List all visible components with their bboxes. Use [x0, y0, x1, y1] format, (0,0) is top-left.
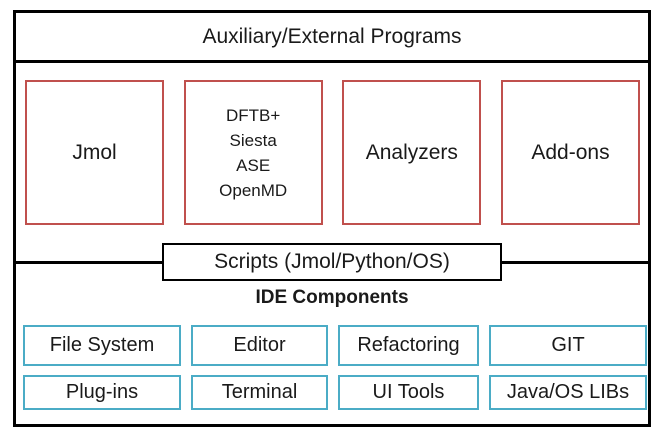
ide-box-label: GIT [551, 334, 585, 356]
ide-box-file-system: File System [23, 325, 181, 366]
external-programs-row: Jmol DFTB+ Siesta ASE OpenMD Analyzers A… [25, 80, 640, 225]
program-box-lines: DFTB+ Siesta ASE OpenMD [219, 103, 287, 203]
program-box-label: Jmol [72, 140, 117, 164]
program-box-addons: Add-ons [500, 80, 640, 225]
scripts-label: Scripts (Jmol/Python/OS) [214, 250, 450, 273]
ide-box-editor: Editor [191, 325, 328, 366]
ide-box-label: Editor [233, 334, 286, 356]
program-line: Siesta [229, 130, 277, 150]
ide-box-terminal: Terminal [191, 375, 328, 410]
program-box-jmol: Jmol [25, 80, 164, 225]
ide-box-plugins: Plug-ins [23, 375, 181, 410]
ide-box-java-os-libs: Java/OS LIBs [489, 375, 647, 410]
header-band: Auxiliary/External Programs [16, 13, 648, 63]
outer-frame: Auxiliary/External Programs Jmol DFTB+ S… [13, 10, 651, 427]
program-line: DFTB+ [226, 105, 281, 125]
program-box-label: Analyzers [365, 140, 458, 164]
scripts-band: Scripts (Jmol/Python/OS) [13, 243, 651, 281]
ide-components-grid: File System Editor Refactoring GIT Plug-… [23, 325, 647, 410]
ide-box-label: UI Tools [372, 381, 445, 403]
ide-box-label: Java/OS LIBs [506, 381, 630, 403]
ide-components-title: IDE Components [255, 287, 409, 308]
ide-box-label: Refactoring [357, 334, 460, 356]
ide-box-git: GIT [489, 325, 647, 366]
scripts-box: Scripts (Jmol/Python/OS) [162, 243, 502, 281]
program-line: OpenMD [219, 180, 288, 200]
program-box-analyzers: Analyzers [342, 80, 482, 225]
ide-box-label: Plug-ins [65, 381, 139, 403]
ide-box-label: Terminal [221, 381, 298, 403]
ide-box-refactoring: Refactoring [338, 325, 479, 366]
program-box-simulation-codes: DFTB+ Siesta ASE OpenMD [183, 80, 323, 225]
ide-box-ui-tools: UI Tools [338, 375, 479, 410]
program-line: ASE [236, 155, 271, 175]
program-box-label: Add-ons [531, 140, 610, 164]
header-title: Auxiliary/External Programs [202, 24, 462, 48]
ide-box-label: File System [49, 334, 155, 356]
